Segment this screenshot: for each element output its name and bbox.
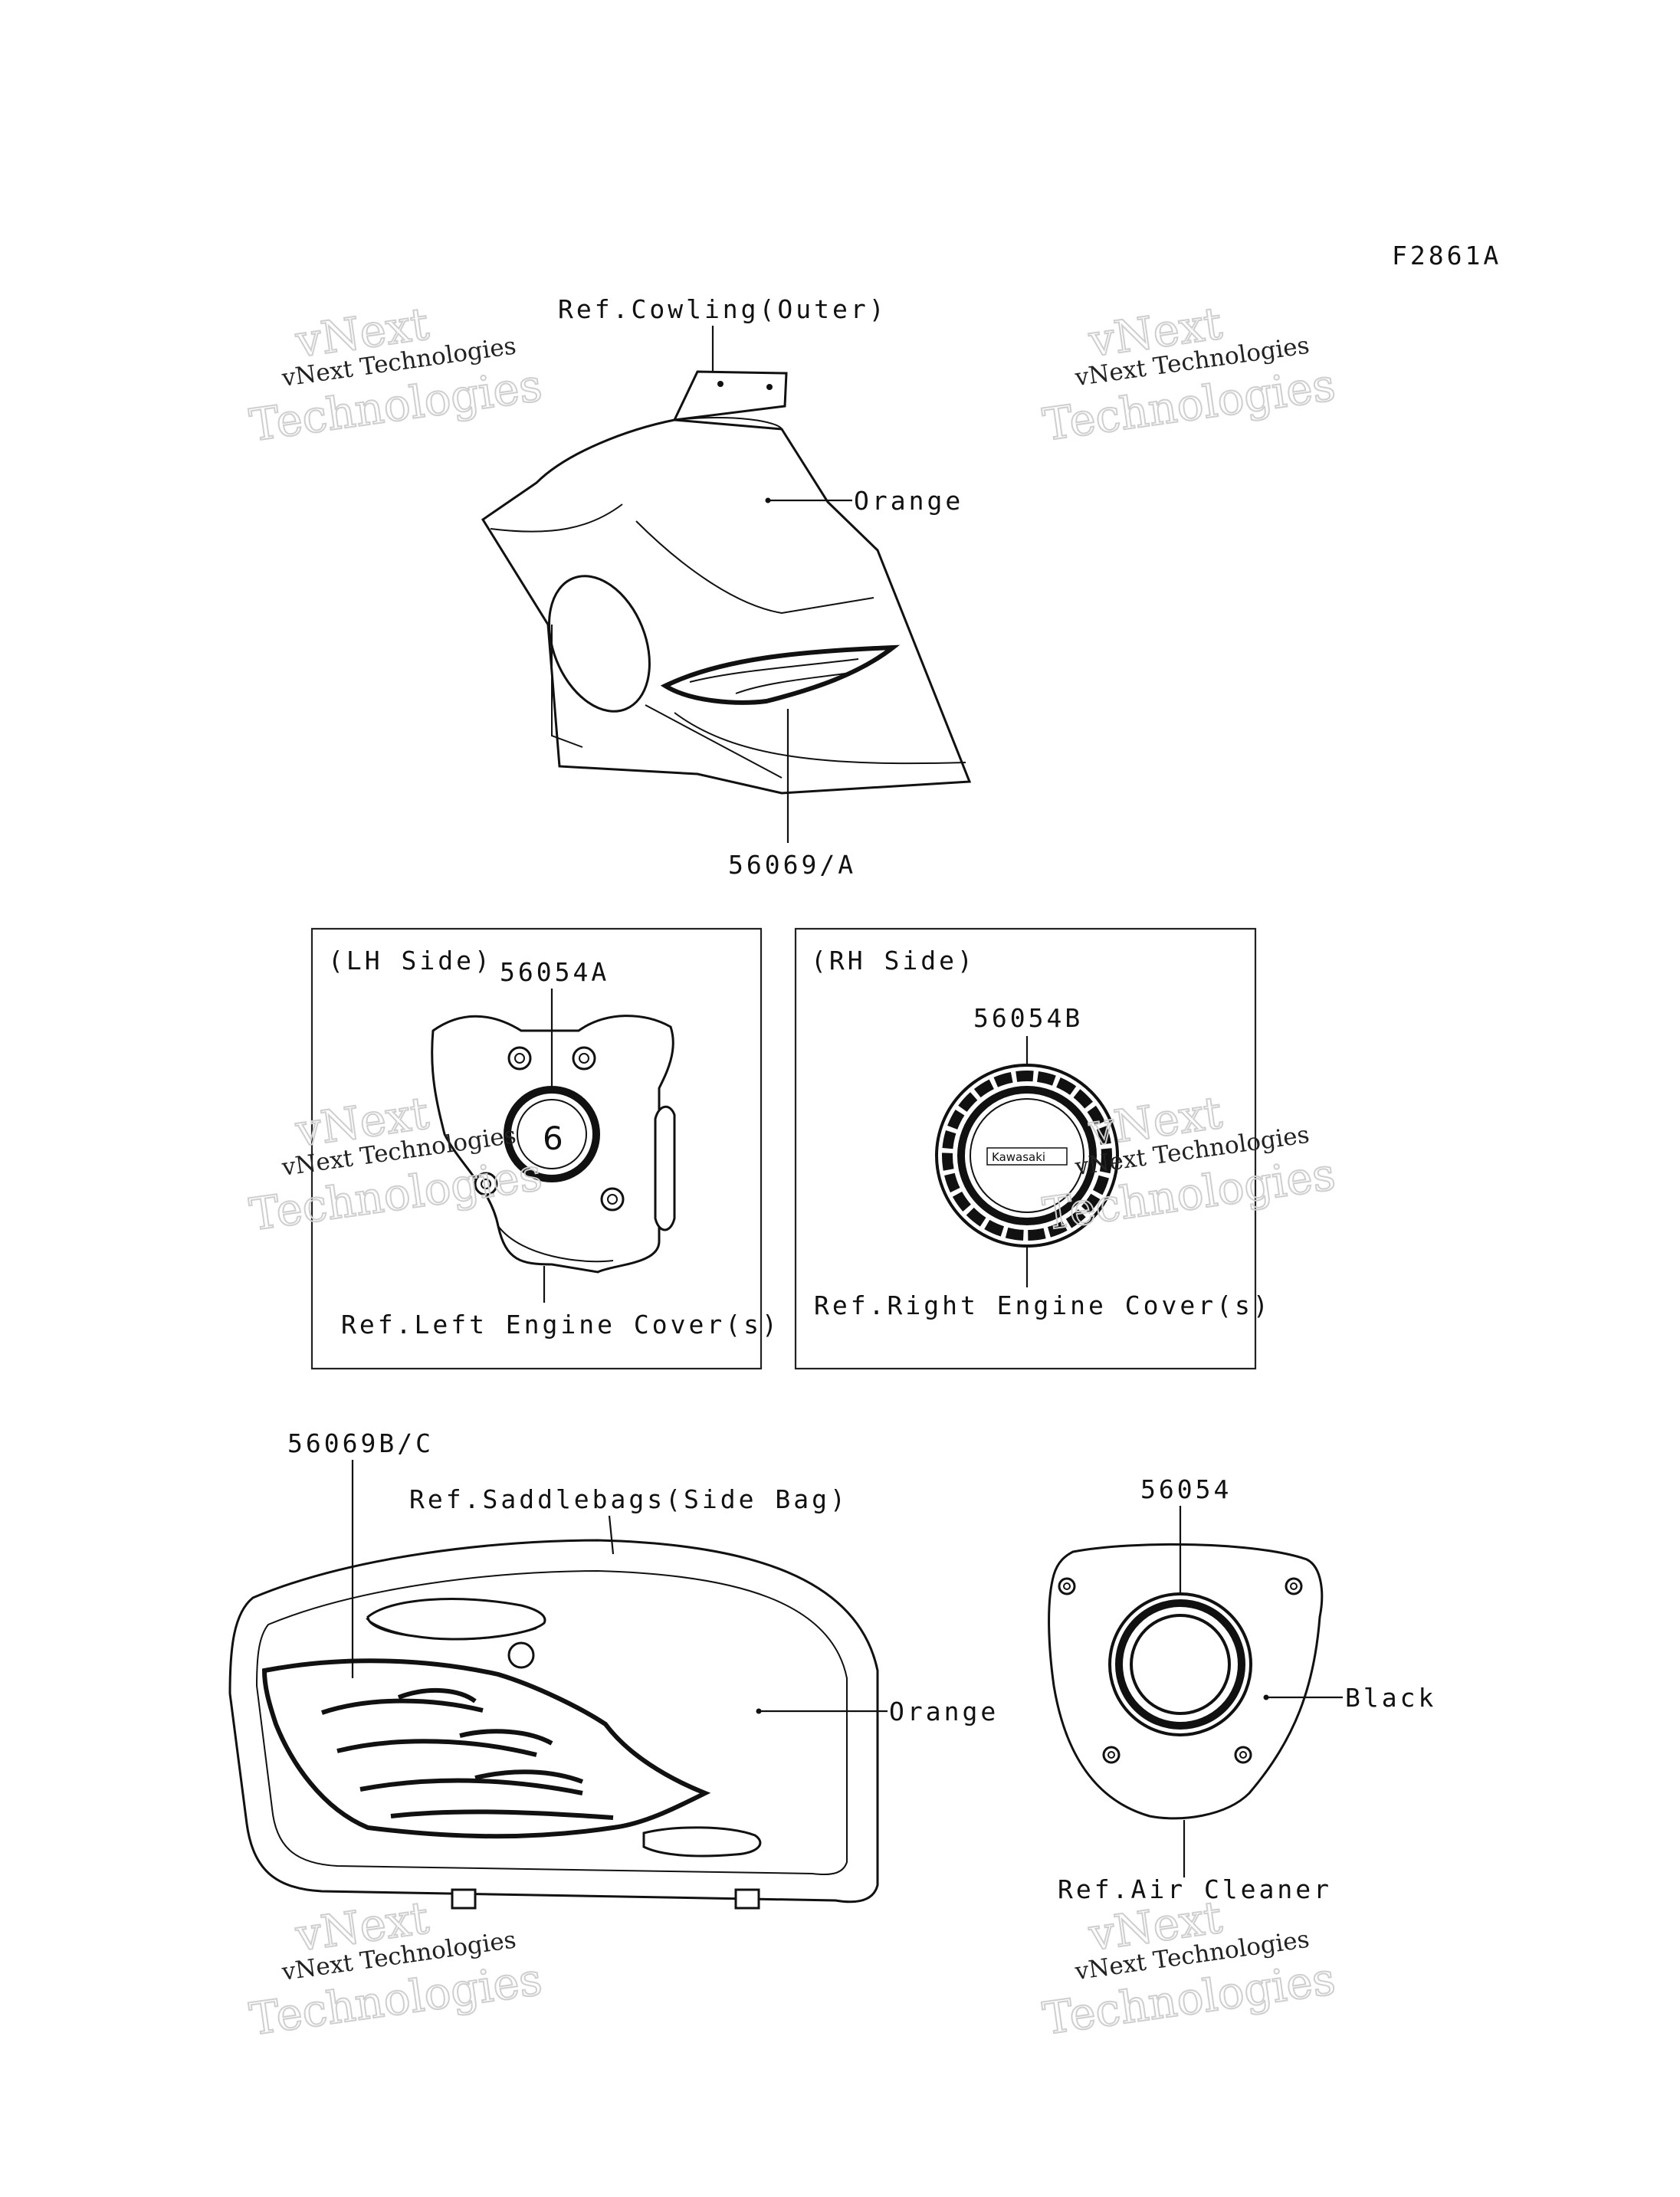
label-saddlebag-ref: Ref.Saddlebags(Side Bag) xyxy=(409,1484,848,1514)
lh-side-frame xyxy=(310,927,763,1370)
label-56054b: 56054B xyxy=(973,1003,1083,1033)
watermark-top-left: vNext vNext Technologies Technologies xyxy=(246,297,546,452)
left-engine-cover-illustration: 6 xyxy=(431,1015,676,1274)
watermark-bottom-left: vNext vNext Technologies Technologies xyxy=(246,1890,546,2046)
air-cleaner-illustration xyxy=(1048,1543,1324,1820)
saddlebag-illustration xyxy=(228,1539,879,1910)
label-cowling-color: Orange xyxy=(854,486,963,516)
figure-code: F2861A xyxy=(1392,241,1501,271)
label-56069a: 56069/A xyxy=(728,850,856,880)
label-air-cleaner-color: Black xyxy=(1345,1683,1436,1713)
cowling-illustration xyxy=(481,370,972,795)
label-56054a: 56054A xyxy=(500,957,609,987)
kawasaki-logo-text: Kawasaki xyxy=(992,1150,1045,1164)
label-lh-side: (LH Side) xyxy=(328,946,493,976)
label-saddlebag-color: Orange xyxy=(889,1697,999,1726)
leader-saddlebag-ref xyxy=(608,1515,615,1555)
label-left-cover-ref: Ref.Left Engine Cover(s) xyxy=(341,1310,780,1340)
rh-side-frame xyxy=(794,927,1257,1370)
label-right-cover-ref: Ref.Right Engine Cover(s) xyxy=(814,1290,1271,1320)
right-engine-cover-illustration: Kawasaki xyxy=(935,1064,1119,1248)
watermark-top-right: vNext vNext Technologies Technologies xyxy=(1039,297,1340,452)
label-56054: 56054 xyxy=(1140,1474,1232,1504)
label-cowling-ref: Ref.Cowling(Outer) xyxy=(558,294,888,324)
label-air-cleaner-ref: Ref.Air Cleaner xyxy=(1058,1874,1332,1904)
six-speed-digit: 6 xyxy=(543,1120,563,1157)
label-56069bc: 56069B/C xyxy=(287,1428,434,1458)
watermark-mid-right: vNext vNext Technologies Technologies xyxy=(1039,1086,1340,1241)
label-rh-side: (RH Side) xyxy=(811,946,976,976)
